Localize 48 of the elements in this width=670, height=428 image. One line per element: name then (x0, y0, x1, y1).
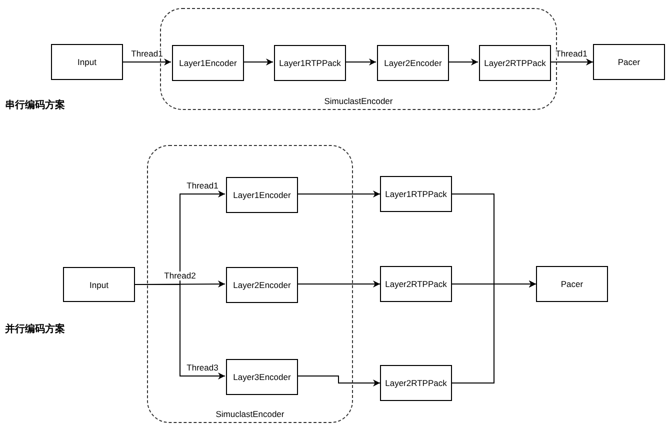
node-label: Layer1RTPPack (279, 58, 341, 68)
node-label: Layer2Encoder (233, 280, 291, 290)
edge-label: Thread1 (131, 50, 163, 58)
process-box (380, 266, 452, 302)
process-box (593, 44, 665, 80)
node-label: Layer2Encoder (384, 58, 442, 68)
process-box (380, 365, 452, 401)
arrow (242, 58, 274, 66)
arrow (448, 58, 478, 66)
group-label: SimuclastEncoder (323, 96, 394, 106)
process-box (479, 45, 551, 81)
arrow (344, 58, 376, 66)
section-caption: 并行编码方案 (5, 322, 65, 336)
process-box (380, 176, 452, 212)
arrow (134, 284, 226, 380)
node-label: Pacer (560, 279, 584, 289)
arrow (296, 280, 380, 288)
process-box (226, 267, 298, 303)
process-box (226, 177, 298, 213)
edge-label: Thread1 (556, 50, 588, 58)
node-label: Pacer (618, 57, 640, 67)
node-label: Layer2RTPPack (385, 279, 447, 289)
edge-label: Thread3 (186, 364, 218, 372)
arrow (296, 190, 380, 198)
arrow (452, 280, 536, 384)
node-label: Layer1Encoder (233, 190, 291, 200)
node-label: Layer2RTPPack (385, 378, 447, 388)
process-box (172, 45, 244, 81)
group-label: SimuclastEncoder (214, 409, 286, 419)
node-label: Input (90, 280, 108, 290)
process-box (536, 266, 608, 302)
node-label: Layer3Encoder (233, 372, 291, 382)
edge-label: Thread2 (164, 272, 196, 280)
process-box (274, 45, 346, 81)
edge-label: Thread1 (186, 182, 218, 190)
node-label: Layer1RTPPack (385, 189, 447, 199)
section-caption: 串行编码方案 (5, 98, 65, 112)
arrow (550, 58, 594, 66)
group-container (147, 145, 353, 423)
process-box (51, 44, 123, 80)
node-label: Input (78, 57, 96, 67)
process-box (226, 359, 298, 395)
process-box (63, 267, 135, 302)
node-label: Layer1Encoder (179, 58, 237, 68)
arrow (296, 376, 380, 386)
node-label: Layer2RTPPack (484, 58, 546, 68)
arrow (122, 58, 172, 66)
process-box (377, 45, 449, 81)
